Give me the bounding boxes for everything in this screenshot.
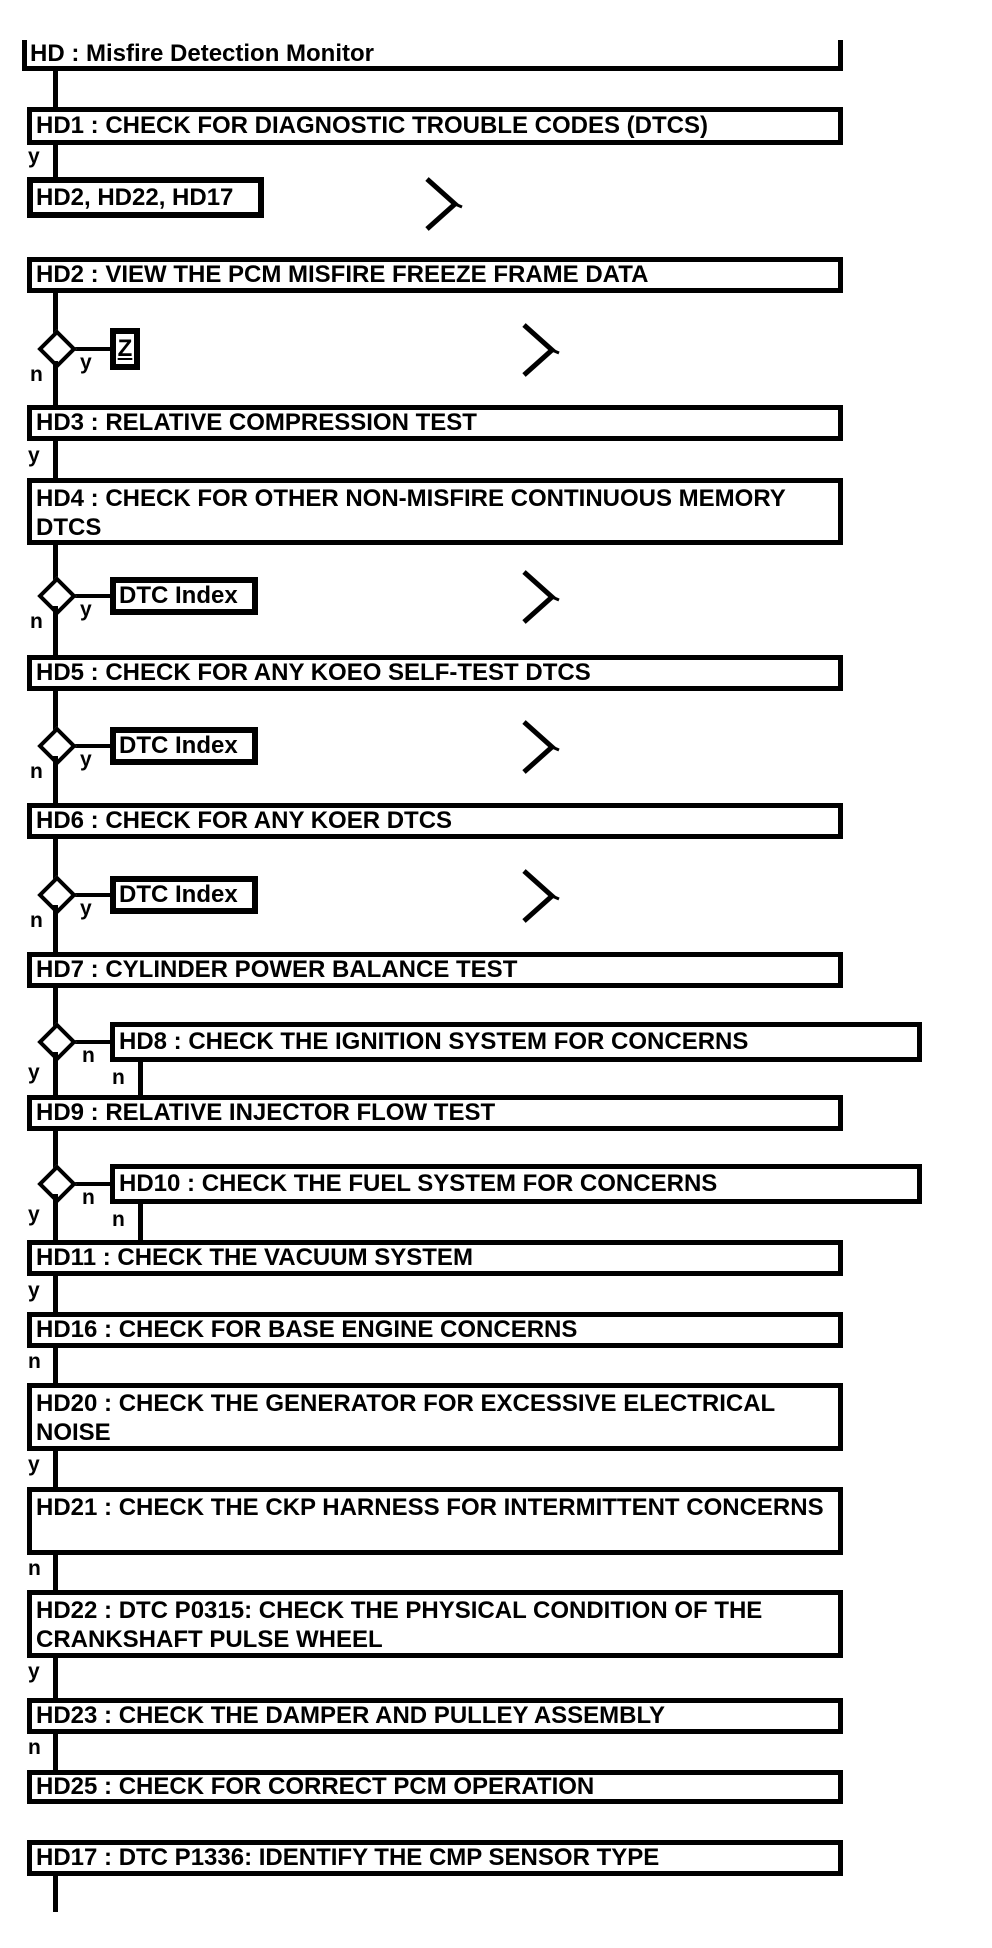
connector-line <box>70 347 112 351</box>
page-title: HD : Misfire Detection Monitor <box>30 40 375 67</box>
node-hd20: HD20 : CHECK THE GENERATOR FOR EXCESSIVE… <box>27 1383 843 1451</box>
connector-line <box>53 1658 58 1698</box>
connector-line <box>70 1040 112 1044</box>
connector-line <box>70 1182 112 1186</box>
branch-label-no: n <box>30 363 43 386</box>
branch-label-no: n <box>28 1557 41 1580</box>
node-hd3: HD3 : RELATIVE COMPRESSION TEST <box>27 405 843 441</box>
chevron-right-icon[interactable] <box>520 568 560 626</box>
branch-label-yes: y <box>80 897 92 920</box>
connector-line <box>53 293 58 337</box>
branch-label-no: n <box>28 1736 41 1759</box>
branch-label-yes: y <box>80 351 92 374</box>
connector-line <box>53 988 58 1032</box>
branch-label-yes: y <box>28 1279 40 1302</box>
ref-box-dtc-index[interactable]: DTC Index <box>110 727 258 765</box>
branch-label-yes: y <box>80 598 92 621</box>
branch-label-no: n <box>82 1186 95 1209</box>
connector-line <box>53 1555 58 1590</box>
connector-line <box>53 1131 58 1174</box>
chevron-right-icon[interactable] <box>520 718 560 776</box>
connector-line <box>53 1194 58 1240</box>
connector-line <box>53 1276 58 1312</box>
branch-label-no: n <box>30 760 43 783</box>
title-underline <box>22 66 843 71</box>
connector-line <box>53 1876 58 1912</box>
branch-label-no: n <box>112 1066 125 1089</box>
connector-line <box>70 744 112 748</box>
node-hd11: HD11 : CHECK THE VACUUM SYSTEM <box>27 1240 843 1276</box>
title-bracket-left <box>22 40 27 71</box>
branch-label-yes: y <box>80 748 92 771</box>
connector-line <box>53 1451 58 1487</box>
branch-label-yes: y <box>28 1660 40 1683</box>
ref-box-z[interactable]: Z <box>110 328 140 370</box>
title-bracket-right <box>838 40 843 71</box>
branch-label-yes: y <box>28 1453 40 1476</box>
node-hd16: HD16 : CHECK FOR BASE ENGINE CONCERNS <box>27 1312 843 1348</box>
ref-z-label: Z <box>117 335 133 362</box>
branch-label-yes: y <box>28 1061 40 1084</box>
node-hd7: HD7 : CYLINDER POWER BALANCE TEST <box>27 952 843 988</box>
connector-line <box>53 1348 58 1383</box>
connector-line <box>70 594 112 598</box>
connector-line <box>70 893 112 897</box>
node-hd1: HD1 : CHECK FOR DIAGNOSTIC TROUBLE CODES… <box>27 107 843 145</box>
connector-line <box>138 1060 143 1095</box>
node-hd4: HD4 : CHECK FOR OTHER NON-MISFIRE CONTIN… <box>27 478 843 545</box>
branch-label-no: n <box>82 1044 95 1067</box>
node-hd17: HD17 : DTC P1336: IDENTIFY THE CMP SENSO… <box>27 1840 843 1876</box>
node-hd22: HD22 : DTC P0315: CHECK THE PHYSICAL CON… <box>27 1590 843 1658</box>
node-hd9: HD9 : RELATIVE INJECTOR FLOW TEST <box>27 1095 843 1131</box>
connector-line <box>53 545 58 586</box>
connector-line <box>53 839 58 885</box>
node-hd10: HD10 : CHECK THE FUEL SYSTEM FOR CONCERN… <box>110 1164 922 1204</box>
node-hd2: HD2 : VIEW THE PCM MISFIRE FREEZE FRAME … <box>27 257 843 293</box>
connector-line <box>138 1202 143 1240</box>
node-hd5: HD5 : CHECK FOR ANY KOEO SELF-TEST DTCS <box>27 655 843 691</box>
branch-label-yes: y <box>28 145 40 168</box>
branch-label-yes: y <box>28 444 40 467</box>
node-hd21: HD21 : CHECK THE CKP HARNESS FOR INTERMI… <box>27 1487 843 1555</box>
branch-label-no: n <box>30 610 43 633</box>
branch-label-no: n <box>30 909 43 932</box>
branch-label-no: n <box>28 1350 41 1373</box>
connector-line <box>53 606 58 655</box>
connector-line <box>53 756 58 803</box>
connector-line <box>53 1734 58 1770</box>
connector-line <box>53 71 58 107</box>
connector-line <box>53 441 58 478</box>
connector-line <box>53 905 58 952</box>
ref-box-dtc-index[interactable]: DTC Index <box>110 876 258 914</box>
connector-line <box>53 1052 58 1095</box>
ref-box-goto-list[interactable]: HD2, HD22, HD17 <box>27 177 264 218</box>
connector-line <box>53 691 58 736</box>
connector-line <box>53 145 58 177</box>
branch-label-no: n <box>112 1208 125 1231</box>
node-hd25: HD25 : CHECK FOR CORRECT PCM OPERATION <box>27 1770 843 1804</box>
ref-box-dtc-index[interactable]: DTC Index <box>110 577 258 615</box>
node-hd23: HD23 : CHECK THE DAMPER AND PULLEY ASSEM… <box>27 1698 843 1734</box>
chevron-right-icon[interactable] <box>520 867 560 925</box>
branch-label-yes: y <box>28 1203 40 1226</box>
node-hd6: HD6 : CHECK FOR ANY KOER DTCS <box>27 803 843 839</box>
chevron-right-icon[interactable] <box>520 321 560 379</box>
chevron-right-icon[interactable] <box>423 175 463 233</box>
node-hd8: HD8 : CHECK THE IGNITION SYSTEM FOR CONC… <box>110 1022 922 1062</box>
connector-line <box>53 361 58 405</box>
